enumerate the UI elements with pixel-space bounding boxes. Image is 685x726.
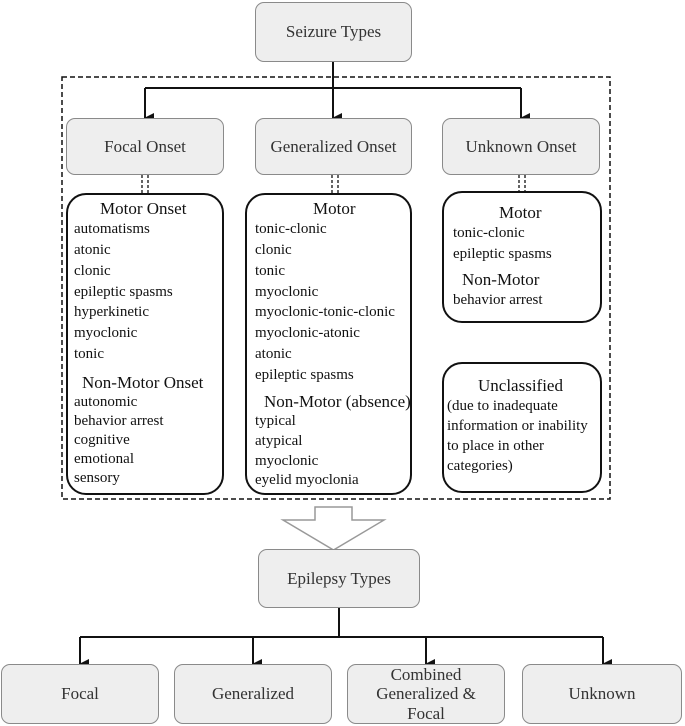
unclassified-header: Unclassified xyxy=(478,376,563,395)
focal-motor-item: hyperkinetic xyxy=(74,304,149,320)
epilepsy-type-generalized-box: Generalized xyxy=(174,664,332,724)
focal-non-motor-item: emotional xyxy=(74,451,134,467)
focal-non-motor-item: sensory xyxy=(74,470,120,486)
unclassified-line: information or inability xyxy=(447,418,588,434)
focal-non-motor-item: behavior arrest xyxy=(74,413,164,429)
focal-onset-box: Focal Onset xyxy=(66,118,224,175)
generalized-non-motor-item: eyelid myoclonia xyxy=(255,472,359,488)
generalized-motor-item: tonic xyxy=(255,263,285,279)
focal-onset-detail-box xyxy=(66,193,224,495)
epilepsy-type-unknown-box: Unknown xyxy=(522,664,682,724)
non-motor-onset-header: Non-Motor Onset xyxy=(82,373,204,392)
unknown-motor-item: epileptic spasms xyxy=(453,246,552,262)
focal-onset-label: Focal Onset xyxy=(104,136,186,156)
unknown-onset-box: Unknown Onset xyxy=(442,118,600,175)
focal-motor-item: atonic xyxy=(74,242,111,258)
motor-onset-header: Motor Onset xyxy=(100,199,187,218)
unknown-onset-label: Unknown Onset xyxy=(465,136,577,156)
focal-motor-item: tonic xyxy=(74,346,104,362)
unclassified-line: categories) xyxy=(447,458,513,474)
generalized-motor-item: tonic-clonic xyxy=(255,221,327,237)
generalized-onset-box: Generalized Onset xyxy=(255,118,412,175)
generalized-motor-header: Motor xyxy=(313,199,356,218)
generalized-non-motor-item: typical xyxy=(255,413,296,429)
epilepsy-type-unknown-label: Unknown xyxy=(568,684,636,704)
seizure-types-title: Seizure Types xyxy=(285,22,382,42)
generalized-motor-item: clonic xyxy=(255,242,292,258)
unclassified-line: (due to inadequate xyxy=(447,398,558,414)
unclassified-box xyxy=(442,362,602,493)
generalized-non-motor-item: atypical xyxy=(255,433,303,449)
unknown-motor-header: Motor xyxy=(499,203,542,222)
generalized-motor-item: atonic xyxy=(255,346,292,362)
generalized-motor-item: epileptic spasms xyxy=(255,367,354,383)
focal-non-motor-item: autonomic xyxy=(74,394,138,410)
generalized-motor-item: myoclonic-atonic xyxy=(255,325,360,341)
generalized-motor-item: myoclonic-tonic-clonic xyxy=(255,304,395,320)
big-down-arrow xyxy=(280,506,387,551)
unknown-non-motor-header: Non-Motor xyxy=(462,270,540,289)
focal-motor-item: clonic xyxy=(74,263,111,279)
seizure-classification-frame xyxy=(61,76,611,500)
epilepsy-type-combined-box: Combined Generalized & Focal xyxy=(347,664,505,724)
generalized-onset-label: Generalized Onset xyxy=(270,136,397,156)
unclassified-line: to place in other xyxy=(447,438,545,454)
epilepsy-type-focal-box: Focal xyxy=(1,664,159,724)
generalized-motor-item: myoclonic xyxy=(255,284,319,300)
seizure-types-title-box: Seizure Types xyxy=(255,2,412,62)
unknown-motor-item: tonic-clonic xyxy=(453,225,525,241)
unknown-non-motor-item: behavior arrest xyxy=(453,292,543,308)
epilepsy-types-title: Epilepsy Types xyxy=(287,568,391,588)
non-motor-absence-header: Non-Motor (absence) xyxy=(264,392,411,411)
epilepsy-type-focal-label: Focal xyxy=(61,684,99,704)
generalized-onset-detail-box xyxy=(245,193,412,495)
focal-motor-item: epileptic spasms xyxy=(74,284,173,300)
generalized-non-motor-item: myoclonic xyxy=(255,453,319,469)
epilepsy-type-generalized-label: Generalized xyxy=(211,684,295,704)
focal-non-motor-item: cognitive xyxy=(74,432,130,448)
epilepsy-types-title-box: Epilepsy Types xyxy=(258,549,420,608)
unknown-onset-detail-box xyxy=(442,191,602,323)
focal-motor-item: automatisms xyxy=(74,221,150,237)
focal-motor-item: myoclonic xyxy=(74,325,138,341)
epilepsy-type-combined-label: Combined Generalized & Focal xyxy=(376,664,476,723)
